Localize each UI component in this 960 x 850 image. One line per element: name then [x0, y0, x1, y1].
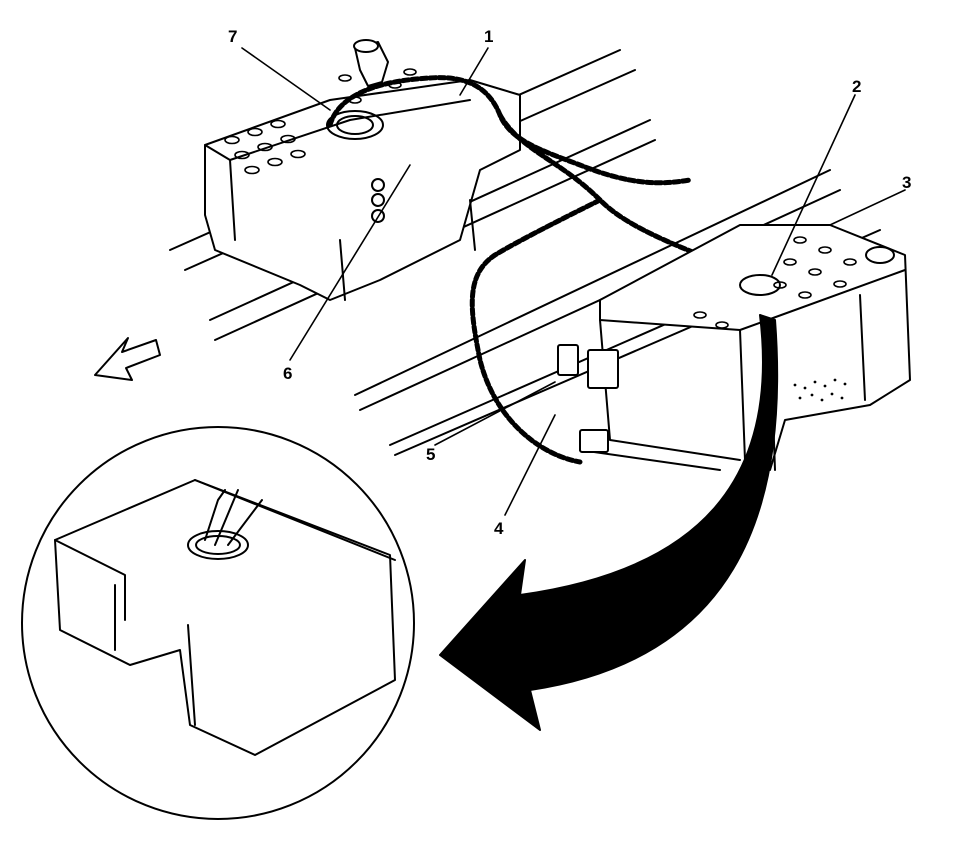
callout-label-5: 5 — [426, 445, 436, 464]
rear-tank-dot-grid — [793, 378, 847, 402]
curved-arrow-icon — [439, 314, 779, 731]
callout-label-3: 3 — [902, 173, 912, 192]
callout-label-6: 6 — [283, 364, 293, 383]
callout-label-7: 7 — [228, 27, 238, 46]
leader-lines — [241, 47, 906, 516]
callout-label-2: 2 — [852, 77, 862, 96]
callout-label-4: 4 — [494, 519, 504, 538]
rear-tank-vent-slots — [693, 236, 857, 329]
front-direction-arrow-icon — [94, 337, 161, 381]
front-fuel-sender — [326, 110, 384, 140]
front-fuel-tank — [204, 79, 521, 301]
callout-label-1: 1 — [484, 27, 494, 46]
harness-connectors — [557, 344, 619, 453]
rear-fuel-sender — [739, 274, 781, 296]
frame-bolts — [371, 178, 385, 223]
rear-filler-neck — [865, 246, 895, 264]
front-filler-neck — [353, 39, 389, 87]
inset-detail-circle — [21, 426, 415, 820]
rear-fuel-tank — [599, 224, 911, 471]
